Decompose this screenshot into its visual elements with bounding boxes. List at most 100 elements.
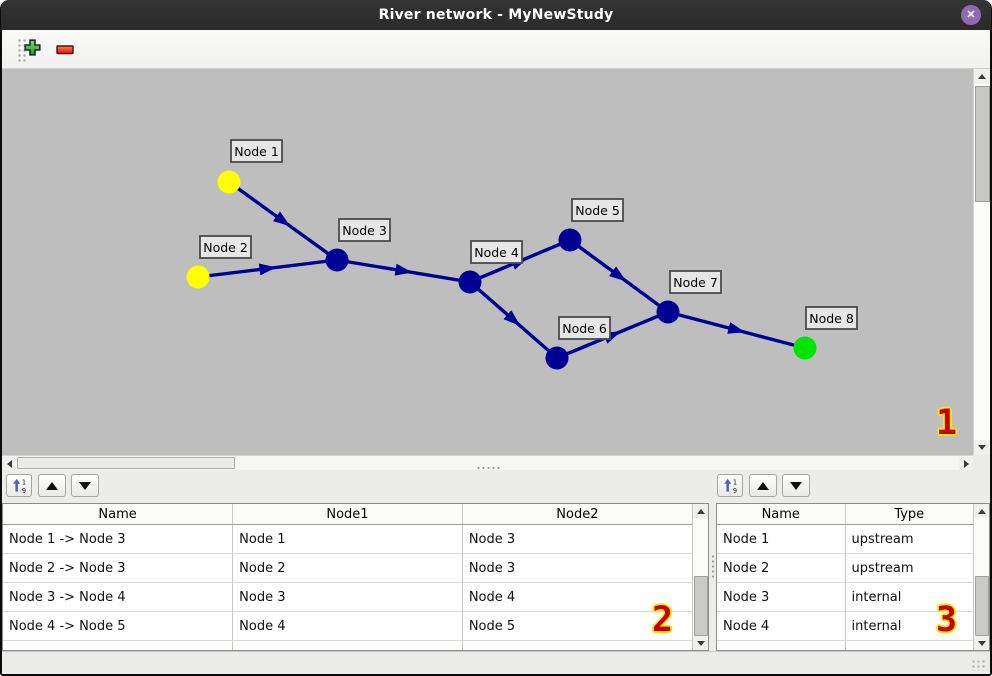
links-sort-button[interactable]: 1 9: [6, 474, 32, 497]
table-cell[interactable]: upstream: [845, 553, 973, 583]
vscrollbar-thumb[interactable]: [694, 576, 708, 636]
table-cell[interactable]: Node 2: [232, 553, 463, 583]
svg-text:Node 4: Node 4: [474, 245, 519, 260]
nodes-table-vscrollbar[interactable]: [973, 504, 989, 650]
remove-button[interactable]: [56, 43, 74, 58]
hscrollbar-thumb[interactable]: [17, 457, 235, 469]
add-button[interactable]: [24, 39, 41, 59]
scroll-up-button[interactable]: [693, 504, 708, 518]
table-cell[interactable]: Node 1: [232, 524, 463, 554]
table-cell[interactable]: Node 3: [232, 582, 463, 612]
table-cell[interactable]: Node 3 -> Node 4: [3, 582, 234, 612]
nodes-sort-button[interactable]: 1 9: [717, 474, 743, 497]
table-cell[interactable]: Node 1: [717, 524, 846, 554]
flow-arrow-icon: [609, 266, 627, 282]
network-node-node-4[interactable]: [458, 270, 482, 294]
scrollbar-corner: [973, 455, 990, 470]
empty-cell: [232, 640, 463, 650]
links-table-vscrollbar[interactable]: [692, 504, 708, 650]
node-label-node-3[interactable]: Node 3: [338, 218, 391, 242]
column-header[interactable]: Name: [3, 504, 234, 525]
table-cell[interactable]: Node 1 -> Node 3: [3, 524, 234, 554]
toolbar-grip-icon: [17, 38, 27, 63]
up-arrow-icon: [977, 508, 986, 514]
scroll-right-button[interactable]: [959, 457, 973, 470]
node-label-node-8[interactable]: Node 8: [805, 306, 858, 330]
network-node-node-1[interactable]: [217, 170, 241, 194]
table-cell[interactable]: Node 2: [717, 553, 846, 583]
diagram-hscrollbar[interactable]: [2, 455, 973, 470]
empty-cell: [462, 641, 692, 651]
scroll-down-button[interactable]: [974, 440, 990, 455]
splitter-handle-icon: [476, 466, 502, 470]
nodes-move-down-button[interactable]: [782, 474, 810, 497]
empty-cell: [717, 640, 846, 650]
move-down-icon: [790, 481, 802, 490]
close-button[interactable]: ✕: [961, 5, 981, 25]
network-node-node-5[interactable]: [558, 228, 582, 252]
network-node-node-3[interactable]: [325, 248, 349, 272]
node-label-node-4[interactable]: Node 4: [470, 240, 523, 264]
column-header[interactable]: Type: [845, 504, 973, 525]
nodes-move-up-button[interactable]: [749, 474, 777, 497]
up-arrow-icon: [978, 74, 986, 79]
table-cell[interactable]: Node 4 -> Node 5: [3, 611, 234, 641]
scroll-down-button[interactable]: [974, 636, 989, 650]
table-cell[interactable]: Node 4: [462, 582, 692, 612]
network-node-node-7[interactable]: [656, 300, 680, 324]
left-arrow-icon: [6, 459, 12, 468]
node-label-node-7[interactable]: Node 7: [669, 270, 722, 294]
annotation-3: 3: [936, 600, 958, 640]
table-cell[interactable]: Node 3: [462, 524, 692, 554]
node-label-node-1[interactable]: Node 1: [230, 139, 283, 163]
scroll-down-button[interactable]: [693, 636, 708, 650]
annotation-1: 1: [936, 403, 958, 443]
svg-text:Node 7: Node 7: [673, 275, 718, 290]
vscrollbar-thumb[interactable]: [975, 576, 989, 636]
table-cell[interactable]: Node 5: [462, 611, 692, 641]
table-cell[interactable]: Node 4: [717, 611, 846, 641]
node-label-node-6[interactable]: Node 6: [558, 316, 611, 340]
network-node-node-2[interactable]: [186, 265, 210, 289]
table-cell[interactable]: Node 3: [462, 553, 692, 583]
column-header[interactable]: Node2: [462, 504, 692, 525]
table-cell[interactable]: internal: [845, 611, 973, 641]
vertical-splitter[interactable]: [709, 474, 716, 651]
node-label-node-2[interactable]: Node 2: [199, 235, 252, 259]
table-cell[interactable]: Node 3: [717, 582, 846, 612]
links-move-up-button[interactable]: [38, 474, 66, 497]
column-header[interactable]: Name: [717, 504, 846, 525]
network-node-node-6[interactable]: [545, 346, 569, 370]
horizontal-splitter[interactable]: [440, 465, 550, 471]
table-cell[interactable]: Node 4: [232, 611, 463, 641]
table-cell[interactable]: internal: [845, 582, 973, 612]
plus-icon: [24, 39, 41, 56]
window-title: River network - MyNewStudy: [378, 7, 614, 23]
scroll-up-button[interactable]: [974, 504, 989, 518]
column-header[interactable]: Node1: [232, 504, 463, 525]
resize-grip-icon[interactable]: [971, 659, 986, 671]
scroll-left-button[interactable]: [2, 457, 16, 470]
table-cell[interactable]: Node 2 -> Node 3: [3, 553, 234, 583]
vscrollbar-thumb[interactable]: [975, 86, 990, 202]
network-node-node-8[interactable]: [793, 336, 817, 360]
links-move-down-button[interactable]: [71, 474, 99, 497]
node-label-node-5[interactable]: Node 5: [571, 198, 624, 222]
down-arrow-icon: [978, 445, 986, 450]
river-network-canvas[interactable]: Node 1 Node 2 Node 3 Node 4 Node 5 Node 6 Node…: [2, 69, 973, 455]
scroll-up-button[interactable]: [974, 69, 990, 84]
flow-arrow-icon: [503, 310, 521, 326]
table-cell[interactable]: upstream: [845, 524, 973, 554]
diagram-vscrollbar[interactable]: [973, 69, 990, 455]
